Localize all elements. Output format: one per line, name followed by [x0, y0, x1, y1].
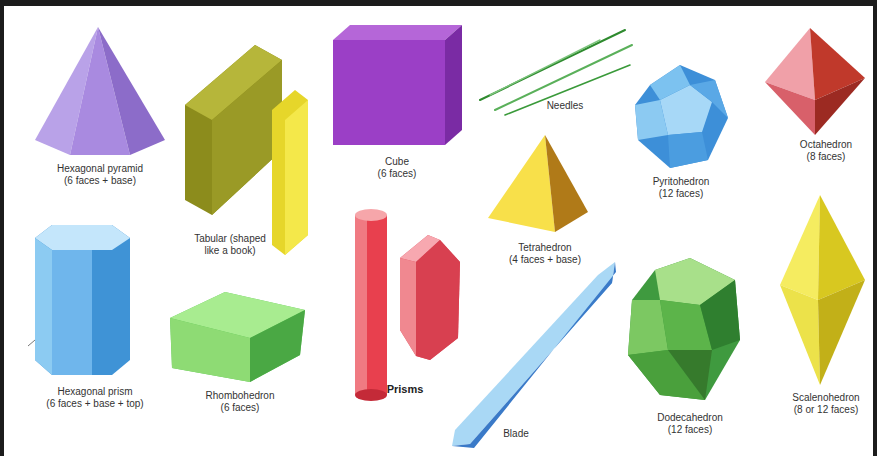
- blade: [452, 262, 616, 448]
- shape-caption: Prisms: [387, 383, 424, 395]
- shape-caption: (12 faces): [668, 424, 712, 436]
- rhombohedron: [170, 292, 305, 382]
- shape-caption: Cube: [385, 156, 409, 168]
- shape-caption: Dodecahedron: [657, 412, 723, 424]
- shape-caption: (8 faces): [807, 151, 846, 163]
- shape-caption: Hexagonal prism: [57, 386, 132, 398]
- hexagonal-prism: [28, 225, 130, 375]
- shape-caption: (12 faces): [659, 188, 703, 200]
- shape-caption: (6 faces): [221, 402, 260, 414]
- shape-caption: (6 faces + base): [64, 175, 136, 187]
- shape-caption: Tabular (shaped like a book): [190, 233, 270, 257]
- dodecahedron: [628, 258, 740, 400]
- shape-caption: (4 faces + base): [509, 254, 581, 266]
- tetrahedron: [488, 135, 588, 232]
- shape-caption: Tetrahedron: [518, 242, 571, 254]
- tabular-crystal: [185, 45, 308, 255]
- prisms: [355, 209, 460, 401]
- shape-caption: Octahedron: [800, 139, 852, 151]
- shape-caption: (6 faces): [378, 168, 417, 180]
- needles: [480, 30, 632, 115]
- scalenohedron: [780, 195, 865, 385]
- shape-caption: Rhombohedron: [206, 390, 275, 402]
- hexagonal-pyramid: [35, 27, 165, 155]
- shape-caption: Hexagonal pyramid: [57, 163, 143, 175]
- octahedron: [765, 28, 865, 135]
- pyritohedron: [635, 65, 728, 168]
- shape-caption: Scalenohedron: [792, 392, 859, 404]
- cube: [333, 25, 462, 145]
- shape-caption: (8 or 12 faces): [794, 404, 858, 416]
- shape-caption: (6 faces + base + top): [46, 398, 143, 410]
- shape-caption: Blade: [503, 428, 529, 440]
- shape-caption: Needles: [547, 100, 584, 112]
- shape-caption: Pyritohedron: [653, 176, 710, 188]
